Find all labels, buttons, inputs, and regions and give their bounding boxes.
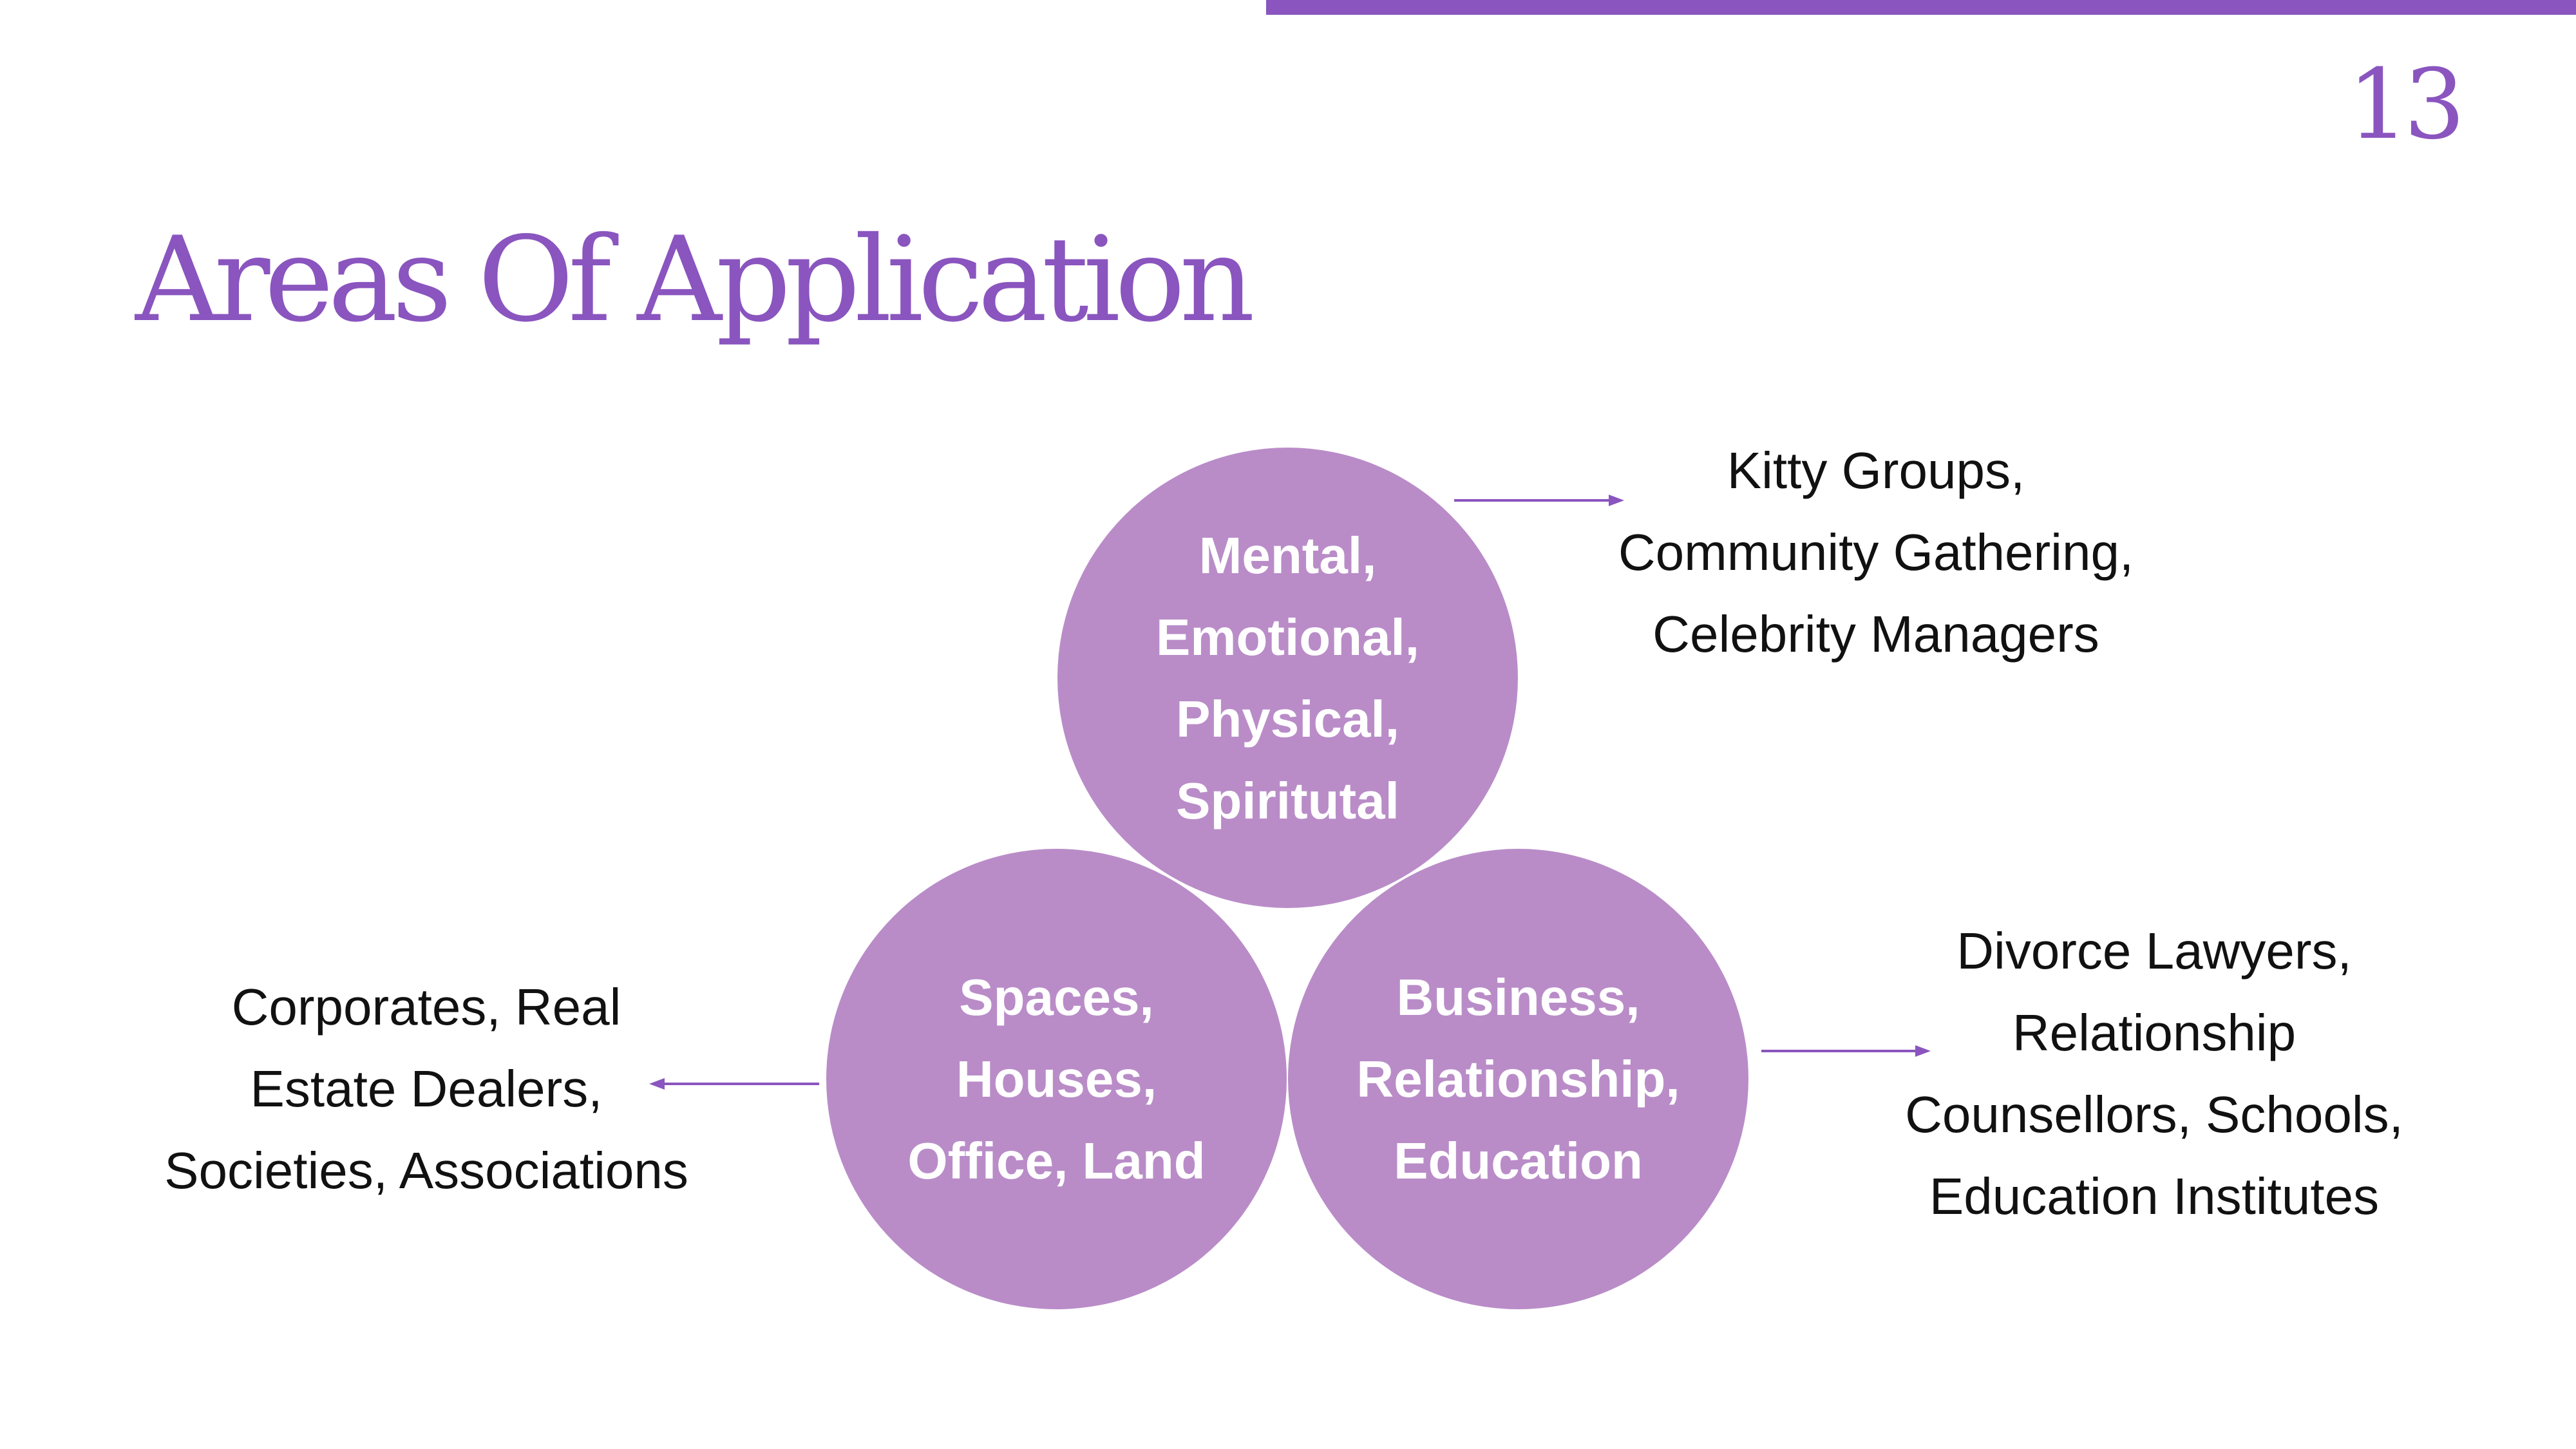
outcome-line: Relationship	[2012, 1004, 2297, 1061]
outcome-line: Estate Dealers,	[250, 1060, 603, 1117]
page-number: 13	[2347, 49, 2465, 161]
outcome-text-top: Kitty Groups, Community Gathering, Celeb…	[1560, 430, 2192, 675]
circle-label-line: Mental,	[1198, 526, 1377, 584]
circle-label-line: Relationship,	[1356, 1050, 1680, 1108]
circle-label-line: Spaces,	[959, 969, 1154, 1026]
circle-label-line: Emotional,	[1156, 608, 1419, 666]
outcome-line: Societies, Associations	[164, 1142, 688, 1199]
circle-label-line: Education	[1394, 1132, 1643, 1189]
outcome-line: Education Institutes	[1929, 1168, 2380, 1225]
outcome-line: Community Gathering,	[1618, 524, 2134, 581]
outcome-line: Corporates, Real	[231, 978, 621, 1036]
page-title: Areas Of Application	[135, 211, 1255, 348]
circle-label-line: Spiritutal	[1176, 772, 1399, 829]
circle-spaces-houses: Spaces, Houses, Office, Land	[826, 849, 1287, 1309]
circle-label-line: Office, Land	[907, 1132, 1206, 1189]
outcome-text-left: Corporates, Real Estate Dealers, Societi…	[111, 966, 742, 1211]
circle-label-line: Physical,	[1176, 690, 1399, 748]
outcome-line: Celebrity Managers	[1653, 605, 2099, 663]
circle-mental-emotional: Mental, Emotional, Physical, Spiritutal	[1057, 448, 1518, 908]
top-accent-bar	[1266, 0, 2576, 15]
arrowhead-left	[649, 1078, 665, 1090]
circle-business-relationship: Business, Relationship, Education	[1288, 849, 1748, 1309]
arrowhead-top-right	[1609, 495, 1624, 506]
outcome-text-right: Divorce Lawyers, Relationship Counsellor…	[1839, 910, 2470, 1237]
circle-label-line: Business,	[1396, 969, 1640, 1026]
outcome-line: Counsellors, Schools,	[1905, 1086, 2403, 1143]
outcome-line: Kitty Groups,	[1727, 442, 2025, 499]
arrowhead-bottom-right	[1915, 1045, 1931, 1057]
circle-label-line: Houses,	[956, 1050, 1157, 1108]
outcome-line: Divorce Lawyers,	[1956, 922, 2352, 980]
